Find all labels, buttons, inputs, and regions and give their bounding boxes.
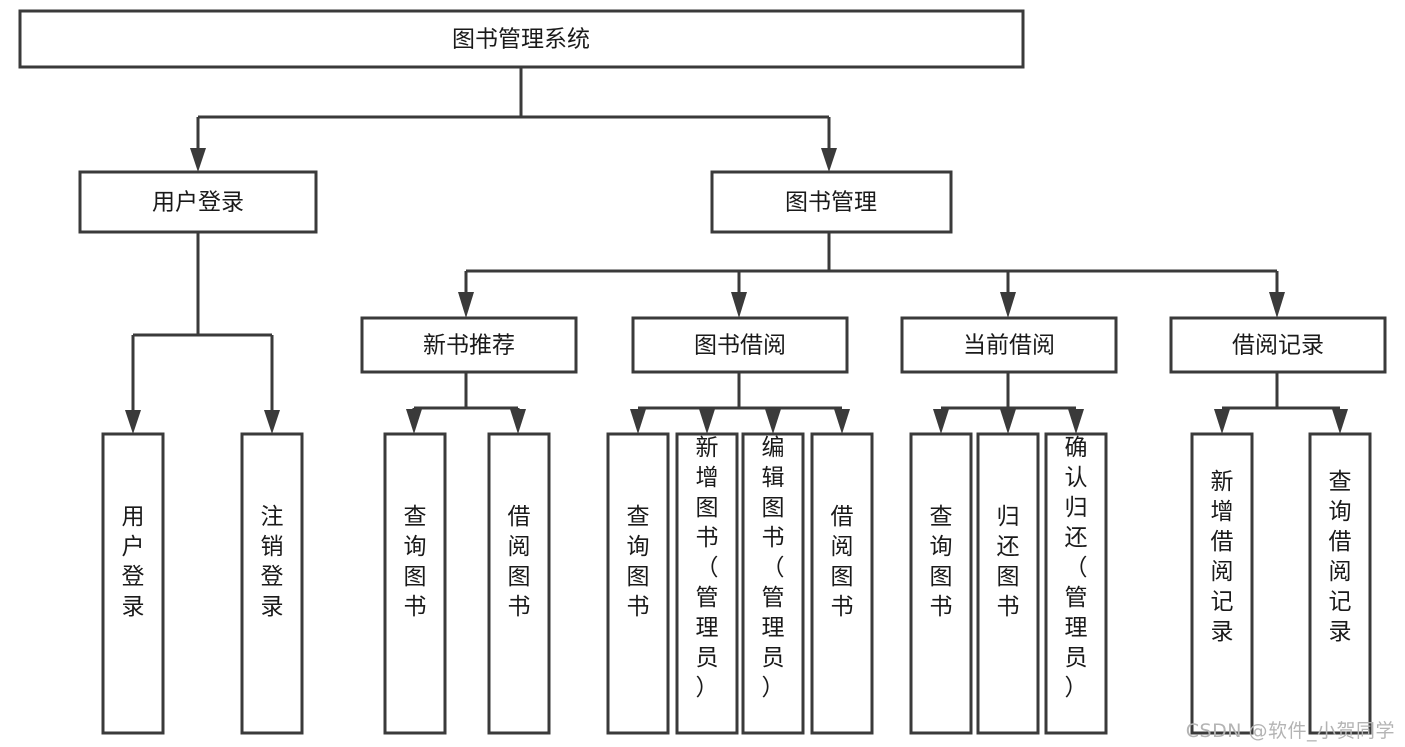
node-leaf-rec-query-label: 查询图书	[404, 504, 427, 620]
arrow-leaf-borrow-query	[630, 409, 646, 434]
node-leaf-borrow-add[interactable]: 新增图书（管理员）	[675, 432, 739, 735]
node-new-book-rec-label: 新书推荐	[423, 333, 515, 359]
arrow-borrow-record	[1269, 292, 1285, 318]
node-leaf-borrow-add-label: 新增图书（管理员）	[696, 435, 719, 701]
arrow-leaf-cur-confirm	[1068, 409, 1084, 434]
node-leaf-rec-search-label: 查询借阅记录	[1329, 469, 1352, 645]
arrow-leaf-rec-borrow	[510, 409, 526, 434]
node-leaf-user-logout-label: 注销登录	[261, 504, 284, 620]
arrow-current-borrow	[1000, 292, 1016, 318]
node-leaf-borrow-edit[interactable]: 编辑图书（管理员）	[741, 432, 805, 735]
csdn-watermark: CSDN @软件_小贺同学	[1185, 720, 1395, 742]
node-leaf-borrow-edit-label: 编辑图书（管理员）	[762, 435, 785, 701]
node-book-borrow-box[interactable]	[631, 316, 849, 374]
node-leaf-rec-borrow-box[interactable]	[487, 432, 551, 735]
arrow-leaf-cur-query	[933, 409, 949, 434]
node-book-manage-label: 图书管理	[785, 190, 877, 216]
node-new-book-rec-box[interactable]	[360, 316, 578, 374]
arrow-leaf-borrow-add	[699, 409, 715, 434]
node-borrow-record[interactable]: 借阅记录	[1169, 316, 1387, 374]
node-leaf-borrow-do[interactable]: 借阅图书	[810, 432, 874, 735]
node-book-manage[interactable]: 图书管理	[710, 170, 953, 234]
node-leaf-borrow-edit-box[interactable]	[741, 432, 805, 735]
node-leaf-user-logout-box[interactable]	[240, 432, 304, 735]
node-user-login-label: 用户登录	[152, 190, 244, 216]
arrow-user-login	[190, 148, 206, 172]
node-leaf-cur-return-label: 归还图书	[997, 504, 1020, 620]
node-borrow-record-label: 借阅记录	[1232, 333, 1324, 359]
node-leaf-borrow-query-box[interactable]	[606, 432, 670, 735]
arrow-leaf-rec-add	[1214, 409, 1230, 434]
arrow-book-borrow	[731, 292, 747, 318]
node-leaf-rec-add-box[interactable]	[1190, 432, 1254, 735]
arrow-leaf-rec-search	[1332, 409, 1348, 434]
arrow-new-book-rec	[458, 292, 474, 318]
node-leaf-borrow-query-label: 查询图书	[627, 504, 650, 620]
arrow-leaf-user-logout	[264, 410, 280, 434]
node-book-borrow-label: 图书借阅	[694, 333, 786, 359]
node-user-login-box[interactable]	[78, 170, 318, 234]
node-leaf-cur-confirm-box[interactable]	[1044, 432, 1108, 735]
node-leaf-cur-return[interactable]: 归还图书	[976, 432, 1040, 735]
node-leaf-cur-query-box[interactable]	[909, 432, 973, 735]
node-leaf-cur-confirm-label: 确认归还（管理员）	[1065, 435, 1088, 701]
node-leaf-user-logout[interactable]: 注销登录	[240, 432, 304, 735]
node-leaf-user-login[interactable]: 用户登录	[101, 432, 165, 735]
node-new-book-rec[interactable]: 新书推荐	[360, 316, 578, 374]
node-root-box[interactable]	[18, 9, 1025, 69]
node-leaf-user-login-box[interactable]	[101, 432, 165, 735]
arrow-leaf-borrow-do	[834, 409, 850, 434]
node-book-manage-box[interactable]	[710, 170, 953, 234]
arrow-leaf-borrow-edit	[765, 409, 781, 434]
node-leaf-rec-borrow-label: 借阅图书	[508, 504, 531, 620]
node-user-login[interactable]: 用户登录	[78, 170, 318, 234]
node-book-borrow[interactable]: 图书借阅	[631, 316, 849, 374]
node-borrow-record-box[interactable]	[1169, 316, 1387, 374]
node-leaf-rec-query[interactable]: 查询图书	[383, 432, 447, 735]
arrow-leaf-user-login	[125, 410, 141, 434]
node-leaf-borrow-add-box[interactable]	[675, 432, 739, 735]
node-leaf-borrow-do-label: 借阅图书	[831, 504, 854, 620]
node-leaf-rec-add-label: 新增借阅记录	[1211, 469, 1234, 645]
node-leaf-rec-query-box[interactable]	[383, 432, 447, 735]
connector-layer	[125, 67, 1348, 434]
arrow-leaf-rec-query	[406, 409, 422, 434]
node-leaf-cur-confirm[interactable]: 确认归还（管理员）	[1044, 432, 1108, 735]
node-current-borrow-label: 当前借阅	[963, 333, 1055, 359]
node-leaf-cur-query-label: 查询图书	[930, 504, 953, 620]
arrow-book-manage	[821, 148, 837, 172]
node-leaf-cur-return-box[interactable]	[976, 432, 1040, 735]
node-current-borrow-box[interactable]	[900, 316, 1118, 374]
node-leaf-rec-search-box[interactable]	[1308, 432, 1372, 735]
node-root[interactable]: 图书管理系统	[18, 9, 1025, 69]
node-leaf-borrow-query[interactable]: 查询图书	[606, 432, 670, 735]
node-leaf-rec-add[interactable]: 新增借阅记录	[1190, 432, 1254, 735]
node-leaf-borrow-do-box[interactable]	[810, 432, 874, 735]
arrow-leaf-cur-return	[1000, 409, 1016, 434]
node-leaf-user-login-label: 用户登录	[122, 504, 145, 620]
node-leaf-rec-search[interactable]: 查询借阅记录	[1308, 432, 1372, 735]
node-leaf-cur-query[interactable]: 查询图书	[909, 432, 973, 735]
node-root-label: 图书管理系统	[452, 27, 590, 53]
node-current-borrow[interactable]: 当前借阅	[900, 316, 1118, 374]
node-leaf-rec-borrow[interactable]: 借阅图书	[487, 432, 551, 735]
